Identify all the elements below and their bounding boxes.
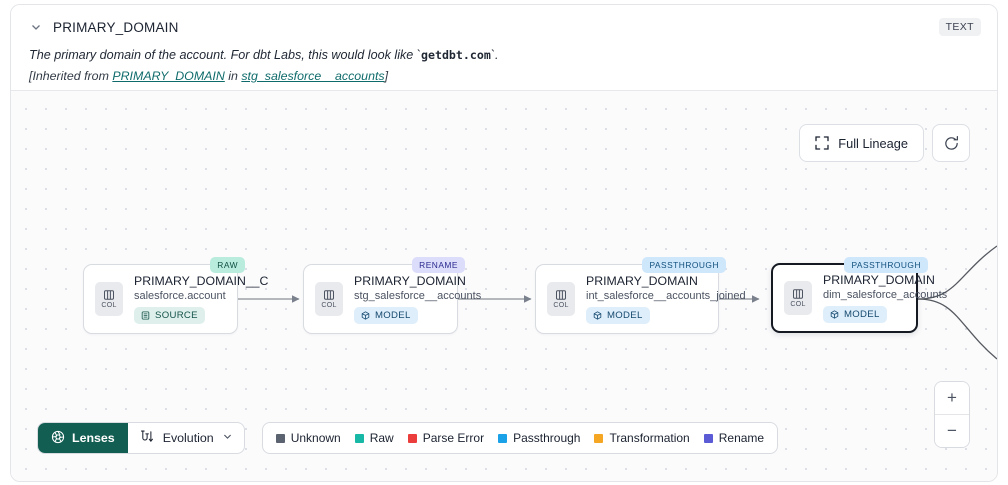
column-detail-panel: PRIMARY_DOMAIN TEXT The primary domain o…	[10, 4, 998, 482]
legend-item: Parse Error	[407, 431, 485, 445]
legend-swatch-parse-error	[407, 433, 417, 443]
column-icon: COL	[315, 282, 343, 316]
node-body: PRIMARY_DOMAIN int_salesforce__accounts_…	[575, 274, 746, 324]
column-description: The primary domain of the account. For d…	[29, 48, 981, 62]
legend-item: Raw	[354, 431, 394, 445]
full-lineage-button[interactable]: Full Lineage	[799, 124, 924, 162]
type-badge: TEXT	[938, 18, 981, 36]
node-table-name: dim_salesforce_accounts	[823, 289, 948, 301]
legend-swatch-rename	[703, 433, 713, 443]
node-kind-badge: MODEL	[354, 307, 418, 324]
legend-swatch-unknown	[275, 433, 285, 443]
refresh-button[interactable]	[932, 124, 970, 162]
canvas-bottom-controls: Lenses Evolution	[37, 422, 779, 454]
lenses-button[interactable]: Lenses	[38, 423, 128, 453]
model-icon	[361, 311, 370, 320]
column-icon-label: COL	[101, 302, 117, 309]
legend-label: Raw	[369, 431, 394, 445]
node-tag: PASSTHROUGH	[642, 257, 726, 273]
lenses-segmented-control: Lenses Evolution	[37, 422, 245, 454]
zoom-in-button[interactable]: +	[935, 382, 969, 414]
column-icon: COL	[95, 282, 123, 316]
lineage-node-selected[interactable]: PASSTHROUGH COL PRIMARY_DOMAIN dim_sales…	[771, 257, 947, 333]
node-table-name: salesforce.account	[134, 290, 226, 302]
node-column-name: PRIMARY_DOMAIN	[586, 274, 698, 288]
node-kind-badge: MODEL	[586, 307, 650, 324]
inherit-prefix: [Inherited from	[29, 69, 113, 83]
node-tag: RAW	[210, 257, 245, 273]
node-column-name: PRIMARY_DOMAIN	[354, 274, 466, 288]
legend-label: Passthrough	[513, 431, 581, 445]
node-column-name: PRIMARY_DOMAIN	[823, 273, 935, 287]
inherit-suffix: ]	[384, 69, 389, 83]
node-column-name: PRIMARY_DOMAIN__C	[134, 274, 269, 288]
evolution-icon	[140, 429, 155, 447]
model-icon	[830, 310, 839, 319]
panel-header: PRIMARY_DOMAIN TEXT The primary domain o…	[11, 5, 997, 89]
canvas-top-controls: Full Lineage	[799, 124, 970, 162]
chevron-down-icon	[222, 431, 233, 445]
lineage-node[interactable]: RAW COL PRIMARY_DOMAIN__C salesforce.acc…	[83, 257, 268, 334]
legend-label: Transformation	[609, 431, 690, 445]
legend-swatch-transformation	[594, 433, 604, 443]
evolution-label: Evolution	[162, 431, 214, 445]
node-body: PRIMARY_DOMAIN dim_salesforce_accounts M…	[812, 273, 947, 323]
zoom-out-button[interactable]: −	[935, 415, 969, 447]
node-tag: PASSTHROUGH	[844, 257, 928, 273]
legend-item: Transformation	[594, 431, 690, 445]
column-icon-label: COL	[321, 302, 337, 309]
inherited-from-note: [Inherited from PRIMARY_DOMAIN in stg_sa…	[29, 69, 981, 83]
legend-item: Rename	[703, 431, 765, 445]
description-text-pre: The primary domain of the account. For d…	[29, 48, 421, 62]
model-icon	[593, 311, 602, 320]
zoom-divider	[935, 414, 969, 415]
refresh-icon	[943, 135, 960, 152]
legend-item: Passthrough	[498, 431, 580, 445]
full-lineage-label: Full Lineage	[838, 135, 908, 151]
node-body: PRIMARY_DOMAIN__C salesforce.account SOU…	[123, 274, 268, 324]
page-title: PRIMARY_DOMAIN	[53, 19, 179, 35]
inherited-table-link[interactable]: stg_salesforce__accounts	[241, 69, 385, 83]
legend-swatch-passthrough	[498, 433, 508, 443]
expand-icon	[815, 136, 829, 150]
column-icon-label: COL	[790, 301, 806, 308]
lineage-canvas[interactable]: Full Lineage RAW COL	[11, 90, 997, 481]
header-title-row: PRIMARY_DOMAIN	[29, 15, 981, 39]
column-icon: COL	[784, 281, 812, 315]
zoom-controls: + −	[934, 381, 970, 448]
description-text-post: `.	[490, 48, 499, 62]
lineage-legend: Unknown Raw Parse Error Passthrough Tran…	[261, 422, 779, 454]
source-icon	[141, 311, 150, 320]
lineage-node[interactable]: RENAME COL PRIMARY_DOMAIN stg_salesforce…	[303, 257, 481, 334]
aperture-icon	[51, 430, 65, 447]
description-code: getdbt.com	[421, 48, 491, 62]
column-icon: COL	[547, 282, 575, 316]
legend-label: Unknown	[290, 431, 341, 445]
node-kind-badge: MODEL	[823, 306, 887, 323]
node-kind-label: SOURCE	[155, 310, 198, 321]
chevron-down-icon[interactable]	[29, 20, 43, 34]
node-kind-badge: SOURCE	[134, 307, 205, 324]
legend-label: Rename	[718, 431, 765, 445]
lineage-node[interactable]: PASSTHROUGH COL PRIMARY_DOMAIN int_sales…	[535, 257, 746, 334]
node-kind-label: MODEL	[844, 309, 880, 320]
legend-item: Unknown	[275, 431, 341, 445]
node-tag: RENAME	[412, 257, 465, 273]
lenses-label: Lenses	[72, 431, 115, 445]
node-kind-label: MODEL	[607, 310, 643, 321]
evolution-dropdown[interactable]: Evolution	[128, 423, 244, 453]
column-icon-label: COL	[553, 302, 569, 309]
inherited-column-link[interactable]: PRIMARY_DOMAIN	[112, 69, 225, 83]
node-kind-label: MODEL	[375, 310, 411, 321]
node-body: PRIMARY_DOMAIN stg_salesforce__accounts …	[343, 274, 481, 324]
legend-label: Parse Error	[422, 431, 485, 445]
inherit-mid: in	[224, 69, 242, 83]
legend-swatch-raw	[354, 433, 364, 443]
node-table-name: stg_salesforce__accounts	[354, 290, 482, 302]
node-table-name: int_salesforce__accounts_joined	[586, 290, 746, 302]
